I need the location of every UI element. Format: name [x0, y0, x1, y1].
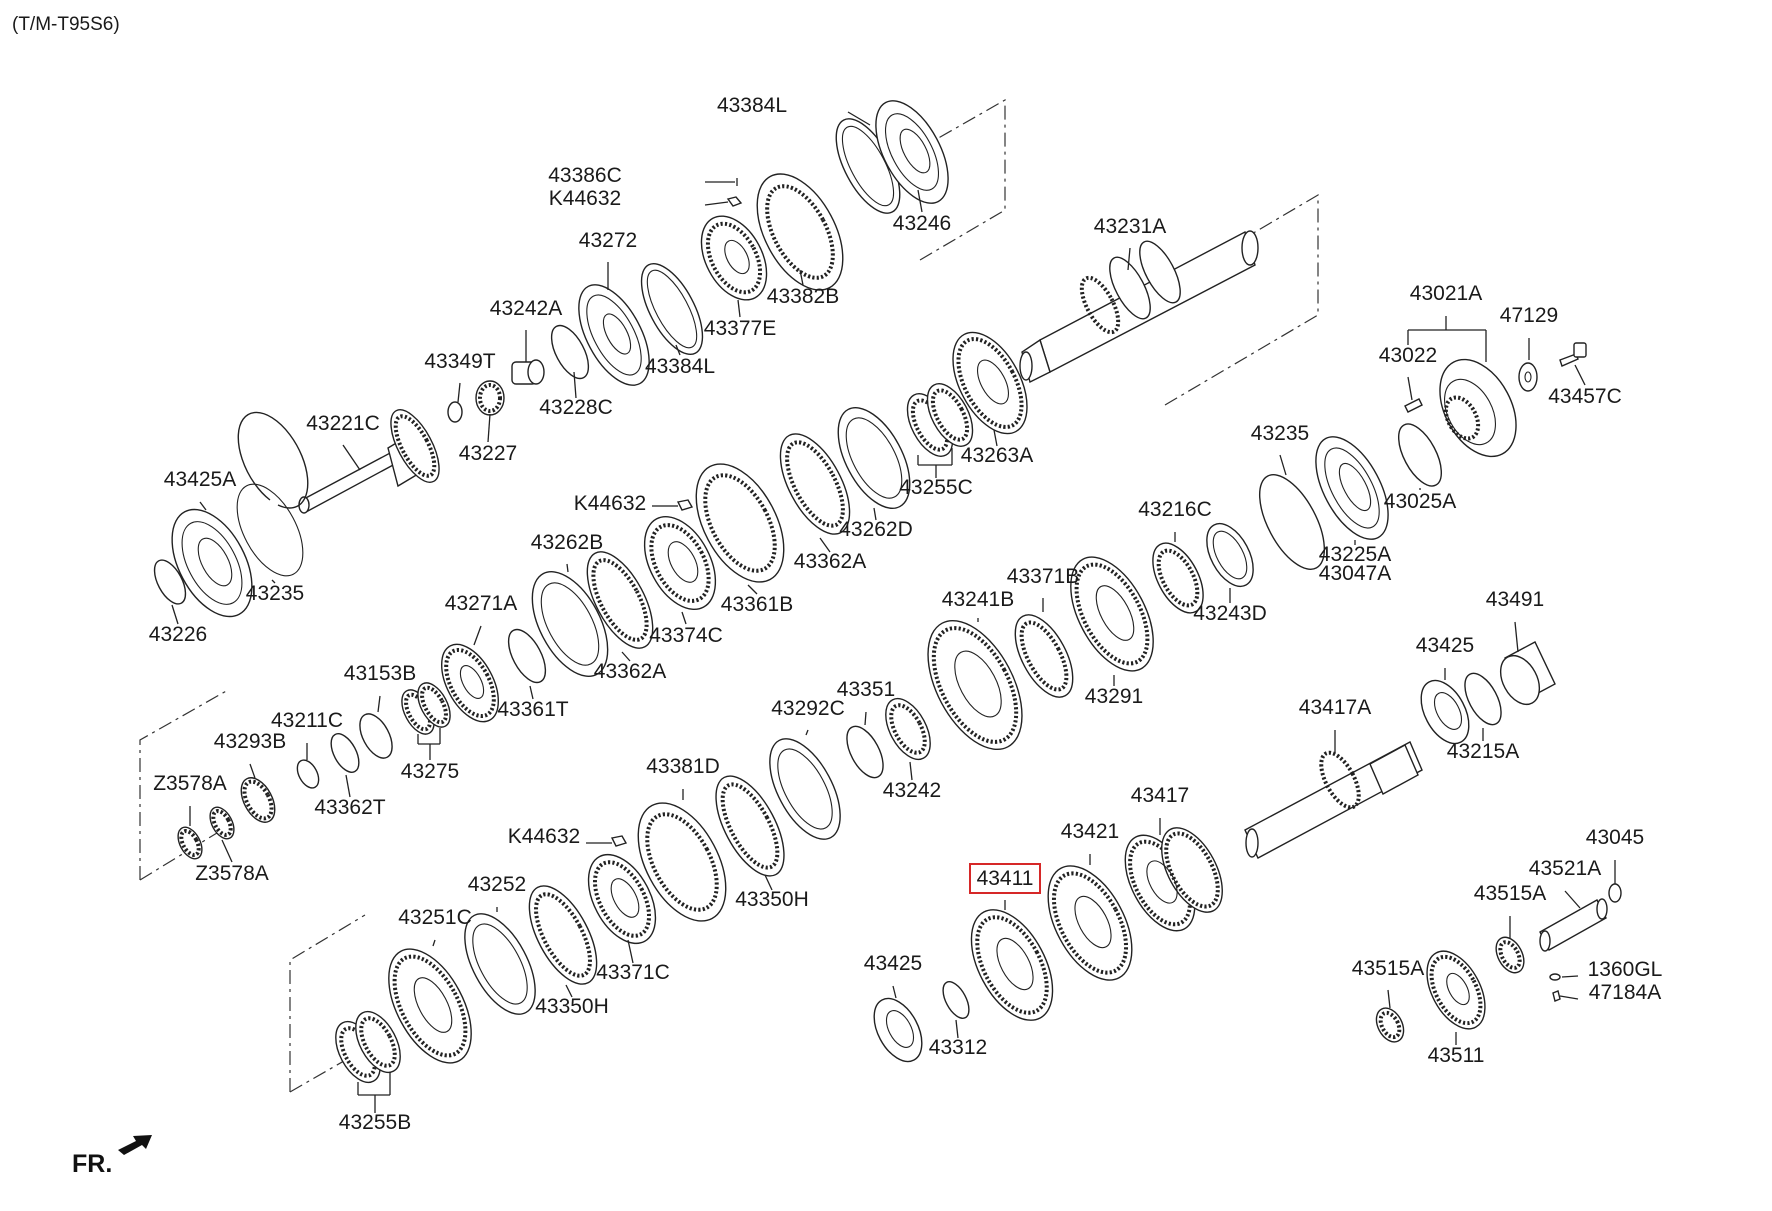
part-callout-43215A[interactable]: 43215A	[1447, 740, 1519, 763]
countershaft-group	[873, 641, 1556, 1063]
part-callout-43511[interactable]: 43511	[1428, 1044, 1485, 1067]
part-callout-43491[interactable]: 43491	[1486, 588, 1544, 611]
part-callout-43255C[interactable]: 43255C	[899, 476, 973, 499]
part-callout-43211C[interactable]: 43211C	[271, 709, 343, 732]
part-callout-43227[interactable]: 43227	[459, 442, 517, 465]
part-callout-43350H_b[interactable]: 43350H	[535, 995, 609, 1018]
model-code: (T/M-T95S6)	[12, 14, 120, 35]
front-arrow-icon	[118, 1135, 152, 1155]
part-callout-43361B[interactable]: 43361B	[721, 593, 793, 616]
part-callout-43045[interactable]: 43045	[1586, 826, 1644, 849]
part-callouts: 43384L43386CK44632432464327243382B43377E…	[149, 94, 1663, 1134]
part-callout-47129[interactable]: 47129	[1500, 304, 1558, 327]
part-callout-43252[interactable]: 43252	[468, 873, 526, 896]
part-callout-43350H[interactable]: 43350H	[735, 888, 809, 911]
part-callout-43235[interactable]: 43235	[246, 582, 304, 605]
part-callout-K44632_a[interactable]: K44632	[549, 187, 621, 210]
part-callout-43382B[interactable]: 43382B	[767, 285, 839, 308]
part-callout-43251C[interactable]: 43251C	[398, 906, 472, 929]
part-callout-43515A[interactable]: 43515A	[1474, 882, 1546, 905]
part-callout-K44632_b[interactable]: K44632	[574, 492, 646, 515]
part-callout-43262D[interactable]: 43262D	[839, 518, 913, 541]
part-callout-43153B[interactable]: 43153B	[344, 662, 416, 685]
part-callout-43235_b[interactable]: 43235	[1251, 422, 1309, 445]
main-shaft-group	[177, 230, 1587, 1084]
highlight-box	[969, 863, 1041, 894]
part-callout-43417[interactable]: 43417	[1131, 784, 1189, 807]
part-callout-K44632_c[interactable]: K44632	[508, 825, 580, 848]
part-callout-43293B[interactable]: 43293B	[214, 730, 286, 753]
part-callout-43225A[interactable]: 43225A	[1319, 543, 1391, 566]
part-callout-Z3578A_b[interactable]: Z3578A	[195, 862, 269, 885]
part-callout-43291[interactable]: 43291	[1085, 685, 1143, 708]
part-callout-43272[interactable]: 43272	[579, 229, 637, 252]
part-callout-43226[interactable]: 43226	[149, 623, 207, 646]
part-callout-43351[interactable]: 43351	[837, 678, 895, 701]
part-callout-43425A[interactable]: 43425A	[164, 468, 236, 491]
part-callout-43243D[interactable]: 43243D	[1193, 602, 1267, 625]
part-callout-43521A[interactable]: 43521A	[1529, 857, 1601, 880]
part-callout-43221C[interactable]: 43221C	[306, 412, 380, 435]
part-callout-43457C[interactable]: 43457C	[1548, 385, 1622, 408]
part-callout-43242[interactable]: 43242	[883, 779, 941, 802]
part-callout-43022[interactable]: 43022	[1379, 344, 1437, 367]
part-callout-43228C[interactable]: 43228C	[539, 396, 613, 419]
part-callout-43271A[interactable]: 43271A	[445, 592, 517, 615]
part-callout-43371C[interactable]: 43371C	[596, 961, 670, 984]
part-callout-43417A[interactable]: 43417A	[1299, 696, 1371, 719]
part-callout-43361T[interactable]: 43361T	[497, 698, 568, 721]
part-callout-43386C[interactable]: 43386C	[548, 164, 622, 187]
part-callout-43262B[interactable]: 43262B	[531, 531, 603, 554]
part-callout-47184A[interactable]: 47184A	[1589, 981, 1661, 1004]
part-callout-43362T[interactable]: 43362T	[314, 796, 385, 819]
part-callout-43047A[interactable]: 43047A	[1319, 562, 1391, 585]
part-callout-43362A_b[interactable]: 43362A	[794, 550, 866, 573]
part-callout-43425_b[interactable]: 43425	[1416, 634, 1474, 657]
part-callout-43374C[interactable]: 43374C	[649, 624, 723, 647]
part-callout-43371B[interactable]: 43371B	[1007, 565, 1079, 588]
part-callout-43377E[interactable]: 43377E	[704, 317, 776, 340]
part-callout-43381D[interactable]: 43381D	[646, 755, 720, 778]
part-callout-43021A[interactable]: 43021A	[1410, 282, 1482, 305]
part-callout-43246[interactable]: 43246	[893, 212, 951, 235]
part-callout-43384L_b[interactable]: 43384L	[645, 355, 715, 378]
part-callout-43411[interactable]: 43411	[977, 867, 1034, 890]
part-callout-43384L[interactable]: 43384L	[717, 94, 787, 117]
part-callout-43425_c[interactable]: 43425	[864, 952, 922, 975]
part-callout-43263A[interactable]: 43263A	[961, 444, 1033, 467]
top-shaft-group	[153, 100, 949, 618]
leader-lines	[171, 111, 1616, 1113]
part-callout-43275[interactable]: 43275	[401, 760, 459, 783]
front-label: FR.	[72, 1150, 112, 1178]
part-callout-43241B[interactable]: 43241B	[942, 588, 1014, 611]
part-callout-43515A_b[interactable]: 43515A	[1352, 957, 1424, 980]
part-callout-1360GL[interactable]: 1360GL	[1588, 958, 1663, 981]
assembly-frames	[139, 98, 1319, 1093]
part-callout-43312[interactable]: 43312	[929, 1036, 987, 1059]
reverse-idler-group	[1375, 883, 1622, 1043]
front-indicator: FR.	[72, 1135, 152, 1178]
part-callout-43292C[interactable]: 43292C	[771, 697, 845, 720]
part-callout-Z3578A[interactable]: Z3578A	[153, 772, 227, 795]
part-callout-43362A[interactable]: 43362A	[594, 660, 666, 683]
part-callout-43255B[interactable]: 43255B	[339, 1111, 411, 1134]
part-callout-43421[interactable]: 43421	[1061, 820, 1119, 843]
part-callout-43242A[interactable]: 43242A	[490, 297, 562, 320]
part-callout-43231A[interactable]: 43231A	[1094, 215, 1166, 238]
part-callout-43025A[interactable]: 43025A	[1384, 490, 1456, 513]
part-callout-43216C[interactable]: 43216C	[1138, 498, 1212, 521]
part-callout-43349T[interactable]: 43349T	[424, 350, 495, 373]
